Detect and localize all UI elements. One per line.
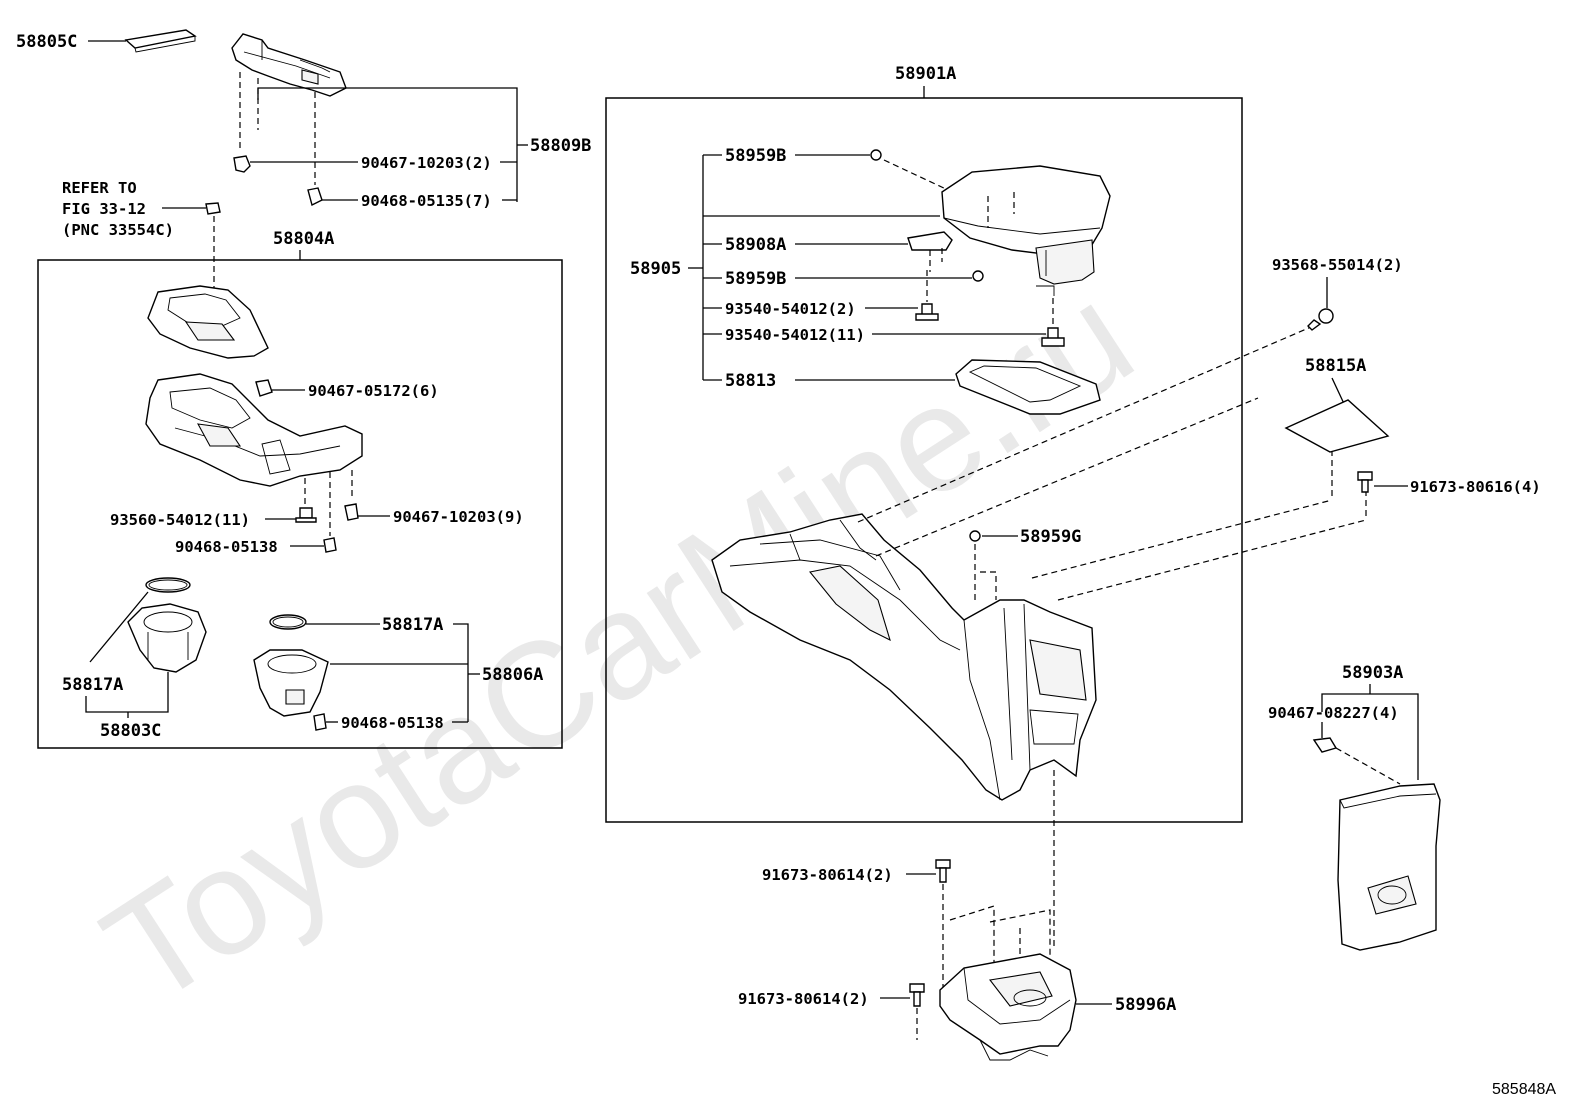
label-58959B-mid: 58959B: [725, 269, 786, 289]
part-screw-93540-54012-11: [1041, 327, 1065, 347]
refer-note-line2: FIG 33-12: [62, 200, 146, 218]
part-58959B-cap-mid: [972, 270, 984, 282]
label-58806A: 58806A: [482, 665, 543, 685]
part-screw-93560-54012-11: [295, 507, 317, 523]
label-90467-10203-2: 90467-10203(2): [361, 154, 492, 172]
label-58959B-top: 58959B: [725, 146, 786, 166]
label-58803C: 58803C: [100, 721, 161, 741]
label-93540-54012-2: 93540-54012(2): [725, 300, 856, 318]
part-58908A-latch: [907, 231, 953, 251]
part-clip-90467-08227-4: [1312, 737, 1338, 753]
label-90468-05138-a: 90468-05138: [175, 538, 278, 556]
refer-note-line3: (PNC 33554C): [62, 221, 174, 239]
label-91673-80614-2-top: 91673-80614(2): [762, 866, 893, 884]
part-58959B-cap-top: [870, 149, 882, 161]
label-93540-54012-11: 93540-54012(11): [725, 326, 865, 344]
label-58815A: 58815A: [1305, 356, 1366, 376]
part-bolt-91673-80614-2-top: [935, 859, 951, 883]
part-58996A-bracket: [939, 953, 1077, 1061]
label-58804A: 58804A: [273, 229, 334, 249]
label-58905: 58905: [630, 259, 681, 279]
label-91673-80614-2-bot: 91673-80614(2): [738, 990, 869, 1008]
label-58908A: 58908A: [725, 235, 786, 255]
part-58815A-pad: [1284, 399, 1390, 453]
group-box-58804A: [37, 259, 563, 749]
refer-note-line1: REFER TO: [62, 179, 137, 197]
part-58813-tray: [955, 359, 1101, 415]
label-58996A: 58996A: [1115, 995, 1176, 1015]
group-box-58901A: [605, 97, 1243, 823]
part-shift-housing: [145, 373, 363, 487]
label-58817A-right: 58817A: [382, 615, 443, 635]
part-refer-clip: [205, 202, 221, 215]
label-90468-05138-b: 90468-05138: [341, 714, 444, 732]
label-90467-05172-6: 90467-05172(6): [308, 382, 439, 400]
label-58901A: 58901A: [895, 64, 956, 84]
label-58809B: 58809B: [530, 136, 591, 156]
part-clip-90467-10203-2: [233, 155, 251, 173]
label-91673-80616-4: 91673-80616(4): [1410, 478, 1541, 496]
part-58805C-cover: [124, 29, 197, 53]
label-90468-05135-7: 90468-05135(7): [361, 192, 492, 210]
part-clip-90467-10203-9: [344, 503, 359, 521]
label-58805C: 58805C: [16, 32, 77, 52]
part-console-body: [711, 513, 1097, 801]
label-58959G: 58959G: [1020, 527, 1081, 547]
part-58809B-upper-panel: [231, 33, 347, 97]
part-shift-bezel-top: [147, 285, 269, 359]
part-screw-93568-55014-2: [1307, 308, 1334, 331]
label-90467-10203-9: 90467-10203(9): [393, 508, 524, 526]
label-58813: 58813: [725, 371, 776, 391]
part-clip-90468-05135-7: [307, 187, 323, 207]
part-58903A-rear-panel: [1337, 783, 1441, 951]
part-cupholder-58806A: [253, 614, 329, 717]
part-screw-93540-54012-2: [915, 303, 939, 321]
label-90467-08227-4: 90467-08227(4): [1268, 704, 1399, 722]
part-clip-90468-05138-b: [313, 713, 327, 731]
label-93560-54012-11: 93560-54012(11): [110, 511, 250, 529]
part-clip-90468-05138-a: [323, 537, 337, 553]
part-cupholder-58803C: [127, 577, 207, 673]
label-58903A: 58903A: [1342, 663, 1403, 683]
label-58817A-left: 58817A: [62, 675, 123, 695]
part-armrest-lid: [941, 165, 1111, 296]
figure-code: 585848A: [1492, 1081, 1556, 1098]
part-bolt-91673-80616-4: [1357, 471, 1373, 493]
part-58959G-cap: [969, 530, 981, 542]
part-bolt-91673-80614-2-bot: [909, 983, 925, 1007]
label-93568-55014-2: 93568-55014(2): [1272, 256, 1403, 274]
part-clip-90467-05172-6: [255, 379, 273, 397]
